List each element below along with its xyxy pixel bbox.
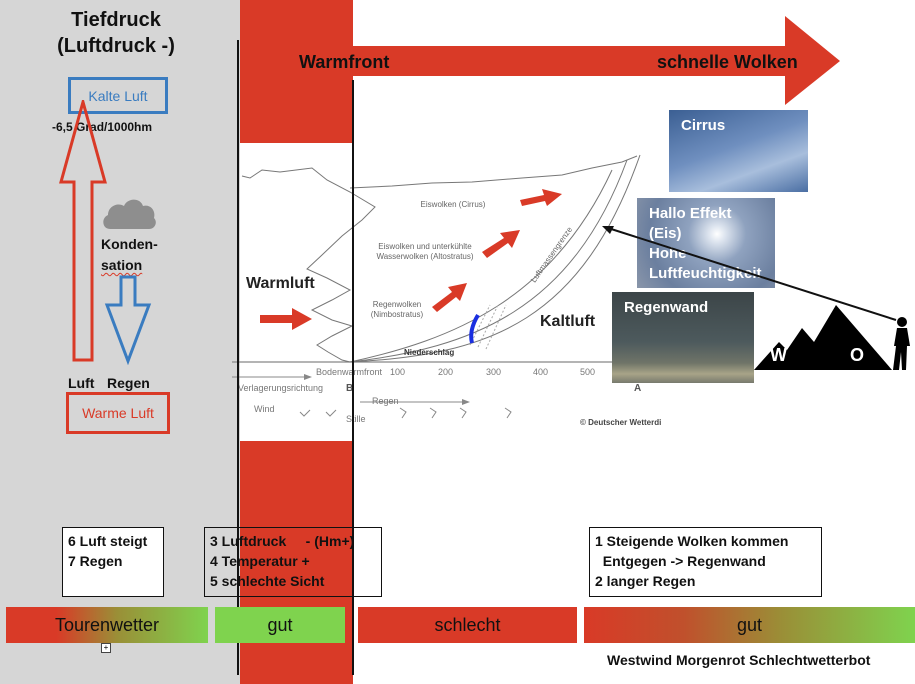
panel-title: Tiefdruck [71,9,161,31]
weather-bar-bad: schlecht [358,607,577,643]
distance-tick-100: 100 [390,367,406,377]
weather-bar-good-2: gut [584,607,915,643]
warmfront-band-bottom [240,441,353,684]
info-line: 2 langer Regen [595,573,696,589]
info-box-left: 6 Luft steigt 7 Regen [62,527,164,597]
copyright-label: © Deutscher Wetterdi [580,418,662,427]
weather-bar-label: gut [736,614,763,635]
diagram-white-inset [241,143,353,441]
info-line: 6 Luft steigt [68,533,148,549]
point-b-label: B [346,383,354,394]
precipitation-label: Niederschlag [404,348,455,357]
air-label: Luft [68,375,95,391]
regen-diagram-label: Regen [372,396,399,406]
weather-bar-label: schlecht [434,614,501,635]
warmfront-cross-section-diagram [232,154,682,405]
distance-tick-200: 200 [438,367,454,377]
cirrus-caption: Cirrus [681,117,726,134]
weather-bar-tourenwetter: Tourenwetter [6,607,208,643]
distance-tick-500: 500 [580,367,596,377]
info-line: Entgegen -> Regenwand [595,553,766,569]
warm-air-diagram-label: Warmluft [246,275,315,292]
observation-arrow-icon [602,226,897,321]
warmfront-label: Warmfront [299,52,390,72]
condensation-label-1: Konden- [101,236,158,252]
cold-air-label: Kalte Luft [88,87,148,104]
weather-bar-label: Tourenwetter [54,614,160,635]
info-line: 5 schlechte Sicht [210,573,325,589]
cloud-icon [103,199,156,229]
info-line: 1 Steigende Wolken kommen [595,533,789,549]
warm-air-box: Warme Luft [66,392,170,434]
distance-tick-400: 400 [533,367,549,377]
altostratus-layer-label: Eiswolken und unterkühlte Wasserwolken (… [376,242,474,261]
wind-label: Wind [254,404,275,414]
warmfront-arrow-icon [240,16,840,105]
calm-label: Stille [346,414,366,424]
distance-tick-300: 300 [486,367,502,377]
divider-line-right [352,80,354,675]
cold-air-diagram-label: Kaltluft [540,313,596,330]
info-line: 4 Temperatur + [210,553,310,569]
footer-note: Westwind Morgenrot Schlechtwetterbot [607,652,871,668]
halo-caption-3: Luftfeuchtigkeit [649,265,762,282]
ground-front-label: Bodenwarmfront [316,367,383,377]
condensation-label-2: sation [101,257,143,273]
divider-line-left [237,40,239,675]
rain-label: Regen [107,375,150,391]
warm-air-label: Warme Luft [82,405,154,421]
fast-clouds-label: schnelle Wolken [657,52,798,72]
rising-air-arrow-icon [59,100,107,362]
cold-air-box: Kalte Luft [68,77,168,114]
east-label: O [850,345,865,365]
halo-caption-1: Hallo Effekt (Eis) [649,205,732,242]
rainwall-photo: Regenwand [612,292,754,383]
hiker-icon [893,317,910,370]
rainwall-caption: Regenwand [624,299,709,316]
mountain-icon [754,305,892,370]
rain-down-arrow-icon [104,275,152,365]
cirrus-layer-label: Eiswolken (Cirrus) [420,200,486,209]
panel-subtitle: (Luftdruck -) [57,35,175,57]
wind-barbs-icon [299,407,512,419]
info-line: 3 Luftdruck - (Hm+) [210,533,355,549]
weather-bar-good-1: gut [215,607,345,643]
west-label: W [770,345,787,365]
weather-bar-label: gut [267,614,293,635]
point-a-label: A [634,383,642,394]
cirrus-photo: Cirrus [669,110,808,192]
info-box-middle: 3 Luftdruck - (Hm+) 4 Temperatur + 5 sch… [204,527,382,597]
info-line: 7 Regen [68,553,123,569]
info-box-right: 1 Steigende Wolken kommen Entgegen -> Re… [589,527,822,597]
expand-icon[interactable]: + [101,643,111,653]
movement-direction-label: Verlagerungsrichtung [238,383,324,393]
nimbostratus-layer-label: Regenwolken (Nimbostratus) [370,300,424,319]
